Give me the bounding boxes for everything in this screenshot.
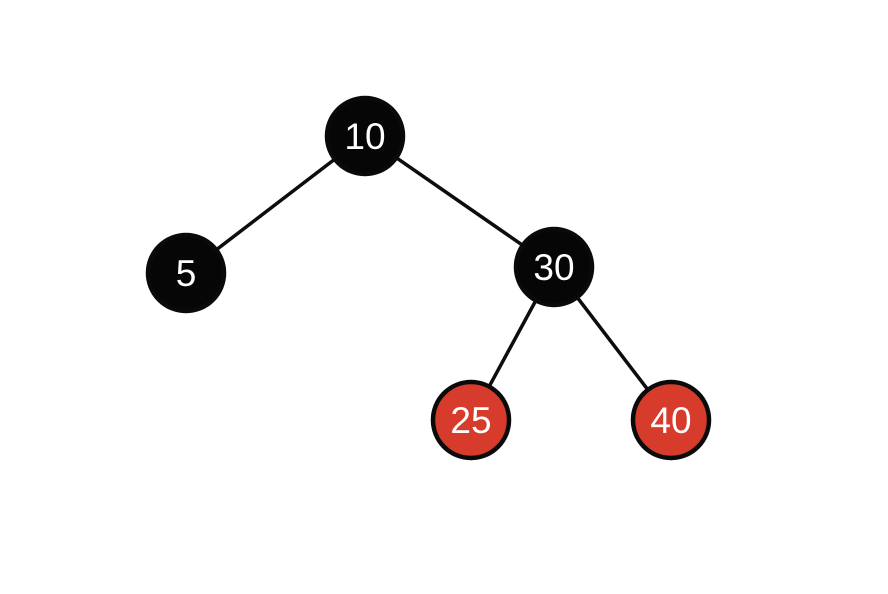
node-circle-10 xyxy=(324,95,406,177)
node-circle-30 xyxy=(513,226,595,308)
node-circle-5 xyxy=(145,232,227,314)
tree-node-25: 25 xyxy=(430,379,512,461)
node-circle-25 xyxy=(430,379,512,461)
node-circle-40 xyxy=(630,379,712,461)
tree-node-5: 5 xyxy=(145,232,227,314)
tree-node-40: 40 xyxy=(630,379,712,461)
tree-node-30: 30 xyxy=(513,226,595,308)
tree-node-10: 10 xyxy=(324,95,406,177)
